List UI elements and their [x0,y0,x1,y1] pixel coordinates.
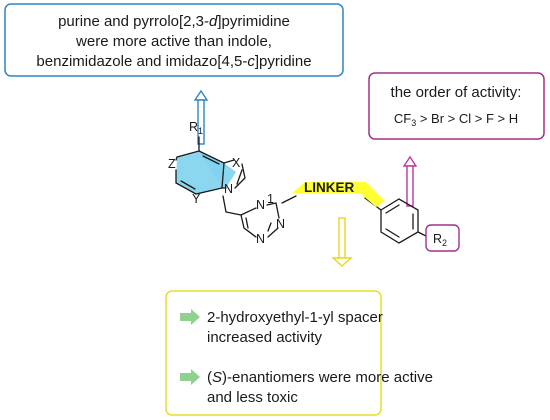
spacer-enantiomer-box: 2-hydroxyethyl-1-yl spacer increased act… [165,290,433,416]
n-triazole-1-locant: 1 [267,192,274,206]
r2-label: R2 [433,232,447,248]
triazole-linker-bond [281,195,297,204]
substituent-box-frame [368,72,545,140]
six-ring-bonds [175,150,225,195]
triazole-inner-bond [245,217,249,229]
n-triazole-2-label: N [276,217,285,231]
triazole-bonds [240,202,280,238]
benzene-inner-bond-3 [385,228,400,238]
heterocycle-box-line1: purine and pyrrolo[2,3-d]pyrimidine [58,13,290,30]
six-ring-inner-bond-1 [202,155,220,165]
enantiomer-item-line1: (S)-enantiomers were more active [207,369,433,386]
heterocycle-box-line2: were more active than indole, [75,33,272,50]
n-triazole-3-label: N [256,232,265,246]
n-triazole-1-label: N [256,198,265,212]
hollow-up-arrow-icon [402,155,418,207]
green-right-arrow-icon [180,309,200,325]
triazole-inner-bond-2 [267,222,272,232]
spacer-box-frame [165,290,382,416]
heterocycle-activity-box: purine and pyrrolo[2,3-d]pyrimidine were… [4,3,344,77]
methylene-bond [222,195,242,216]
bicyclic-core-highlight-2 [199,151,236,188]
enantiomer-item-line2: and less toxic [207,389,298,406]
hollow-down-arrow-icon [331,217,353,267]
heterocycle-box-frame [4,3,344,77]
five-ring-bonds [221,159,246,189]
substituent-order-text: CF3 > Br > Cl > F > H [394,111,518,128]
chemical-structure: R1 X Z Y N N N N 1 LINKER R2 [168,120,460,252]
y-atom-label: Y [192,192,201,206]
spacer-item-line1: 2-hydroxyethyl-1-yl spacer [207,309,383,326]
linker-highlight [292,182,385,207]
six-ring-inner-bond-2 [180,180,196,190]
heterocycle-box-line3: benzimidazole and imidazo[4,5-c]pyridine [36,53,311,70]
substituent-order-box: the order of activity: CF3 > Br > Cl > F… [368,72,545,140]
green-right-arrow-icon [180,369,200,385]
z-atom-label: Z [168,157,176,171]
x-atom-label: X [232,156,241,170]
n-ring-label: N [224,182,233,196]
r1-label: R1 [189,120,203,136]
linker-label: LINKER [304,180,355,195]
spacer-item-line2: increased activity [207,329,323,346]
substituent-box-title: the order of activity: [391,84,522,101]
r2-box [425,224,460,252]
five-ring-inner-bond [236,169,243,185]
hollow-up-arrow-icon [193,89,209,145]
benzene-inner-bond-1 [385,204,400,214]
